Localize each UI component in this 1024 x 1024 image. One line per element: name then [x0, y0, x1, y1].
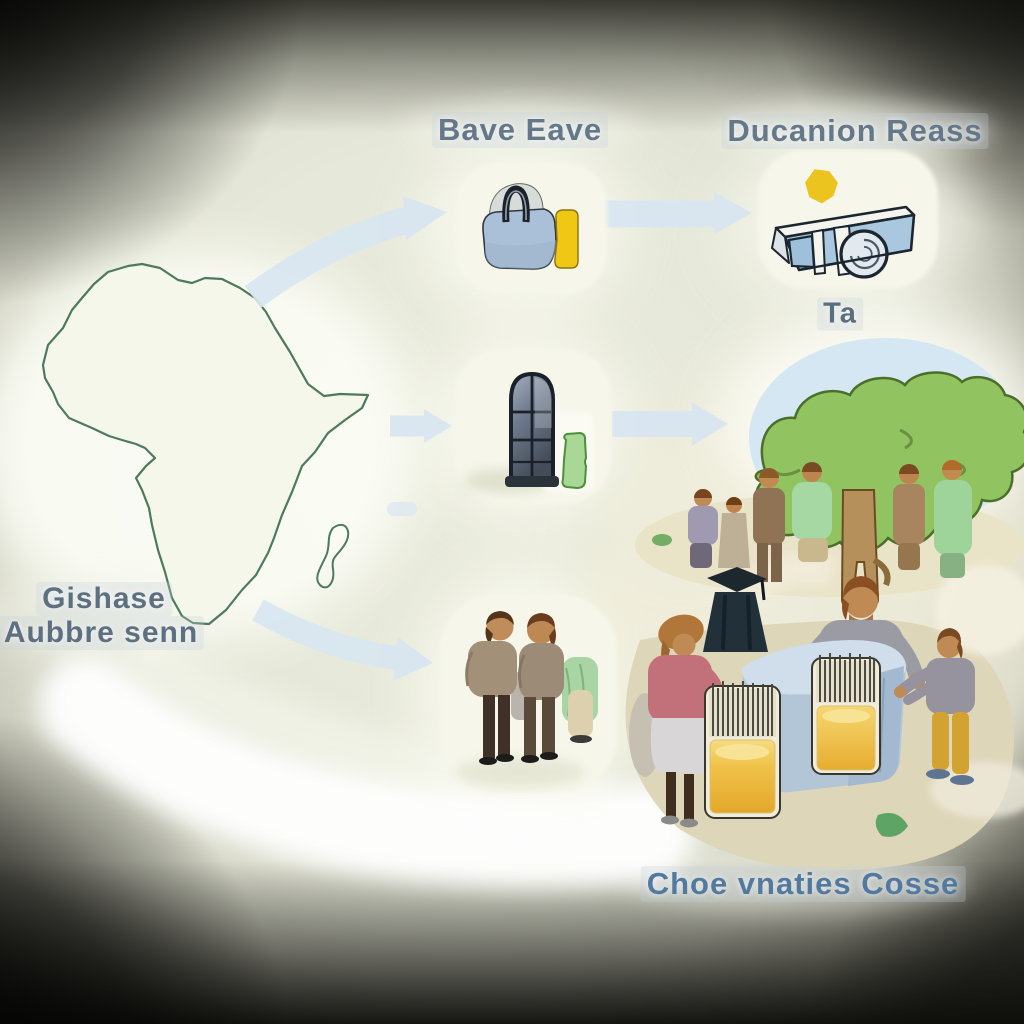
villagers — [688, 460, 972, 582]
handbag-and-jar-icon — [482, 183, 579, 270]
label-ta: Ta — [817, 297, 863, 331]
arrow-map-to-bag-icon — [244, 196, 447, 308]
arrow-map-to-people-icon — [252, 599, 433, 681]
arrows — [244, 192, 752, 681]
label-bave-eave: Bave Eave — [431, 112, 609, 148]
label-aubbre-senn: Aubbre senn — [0, 616, 205, 650]
label-ducanion-reass: Ducanion Reass — [721, 113, 989, 149]
green-door — [561, 431, 588, 490]
arched-window-icon — [505, 371, 593, 492]
child-figure — [894, 628, 975, 785]
wagon-with-star-icon — [771, 169, 916, 279]
arrow-bag-to-wagon-icon — [600, 192, 752, 234]
blue-dash — [387, 502, 417, 516]
madagascar-island — [316, 523, 350, 589]
caption-choe-vnaties-cosse: Choe vnaties Cosse — [640, 866, 966, 902]
arrow-window-left — [390, 409, 452, 443]
africa-map — [41, 262, 370, 626]
village-scene — [609, 338, 1024, 871]
honey-jar-small — [811, 653, 881, 775]
green-smudge — [875, 813, 908, 837]
honey-jar-large — [704, 681, 781, 819]
label-gishase: Gishase — [36, 582, 172, 616]
people-group-icon — [465, 611, 598, 765]
yellow-jar — [554, 209, 579, 269]
graduate-figure — [703, 567, 768, 652]
star-icon — [805, 169, 838, 204]
arrow-window-to-scene — [612, 402, 728, 446]
